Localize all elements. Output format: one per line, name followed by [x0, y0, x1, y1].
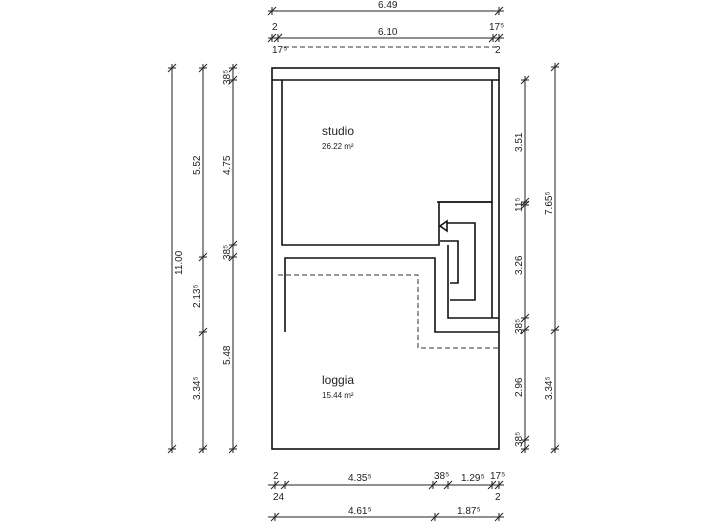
- dim-bottom-total-1: 4.61⁵: [348, 506, 372, 517]
- loggia-inner-wall: [284, 257, 499, 333]
- dim-left-overall: 11.00: [174, 250, 185, 275]
- dim-left-middle: 2.13⁵: [192, 284, 203, 308]
- dimension-lines: [171, 10, 556, 518]
- dim-bottom-total-2: 1.87⁵: [457, 506, 481, 517]
- dim-right-lower-total: 3.34⁵: [544, 376, 555, 400]
- dim-bottom-offset-right: 2: [495, 492, 501, 503]
- dim-right-stair: 3.26: [514, 255, 525, 275]
- dim-bottom-span-2: 1.29⁵: [461, 473, 485, 484]
- room-name-studio: studio: [322, 124, 354, 138]
- room-area-loggia: 15.44 m²: [322, 391, 354, 400]
- studio-inner-wall: [281, 80, 493, 246]
- stair-outer: [447, 245, 499, 319]
- dim-right-wall-small: 11⁵: [514, 197, 525, 212]
- dim-top-inner: 6.10: [378, 27, 398, 38]
- stair-step-2: [446, 222, 476, 301]
- dim-bottom-wall-right: 17⁵: [490, 471, 505, 482]
- walls: [271, 67, 500, 450]
- dim-right-loggia: 2.96: [514, 377, 525, 397]
- dim-left-lower: 3.34⁵: [192, 376, 203, 400]
- dim-left-upper: 5.52: [192, 155, 203, 175]
- dim-top-right-wall: 17⁵: [489, 22, 504, 33]
- dim-left-loggia: 5.48: [222, 345, 233, 365]
- dim-top-dash-left: 17⁵: [272, 45, 287, 56]
- room-area-studio: 26.22 m²: [322, 142, 354, 151]
- dim-top-left-wall: 2: [272, 22, 278, 33]
- stair-step-1: [440, 240, 459, 284]
- overhead-dashed-line: [278, 274, 499, 349]
- dim-top-overall: 6.49: [378, 0, 398, 11]
- dim-right-studio: 3.51: [514, 132, 525, 152]
- dim-left-wall-top: 38⁵: [222, 70, 233, 85]
- dim-left-studio: 4.75: [222, 155, 233, 175]
- dim-right-upper-total: 7.65⁵: [544, 191, 555, 215]
- stair-arrow-icon: [438, 219, 448, 233]
- dim-left-wall-mid: 38⁵: [222, 245, 233, 260]
- dim-right-wall-mid: 38⁵: [514, 319, 525, 334]
- outer-wall: [271, 67, 500, 450]
- dim-top-dash-right: 2: [495, 45, 501, 56]
- dim-bottom-span-1: 4.35⁵: [348, 473, 372, 484]
- room-name-loggia: loggia: [322, 373, 354, 387]
- dim-bottom-wall-left: 2: [273, 471, 279, 482]
- dim-bottom-offset-left: 24: [273, 492, 285, 503]
- dim-bottom-wall-mid: 38⁵: [434, 471, 449, 482]
- dim-right-wall-bottom: 38⁵: [514, 432, 525, 447]
